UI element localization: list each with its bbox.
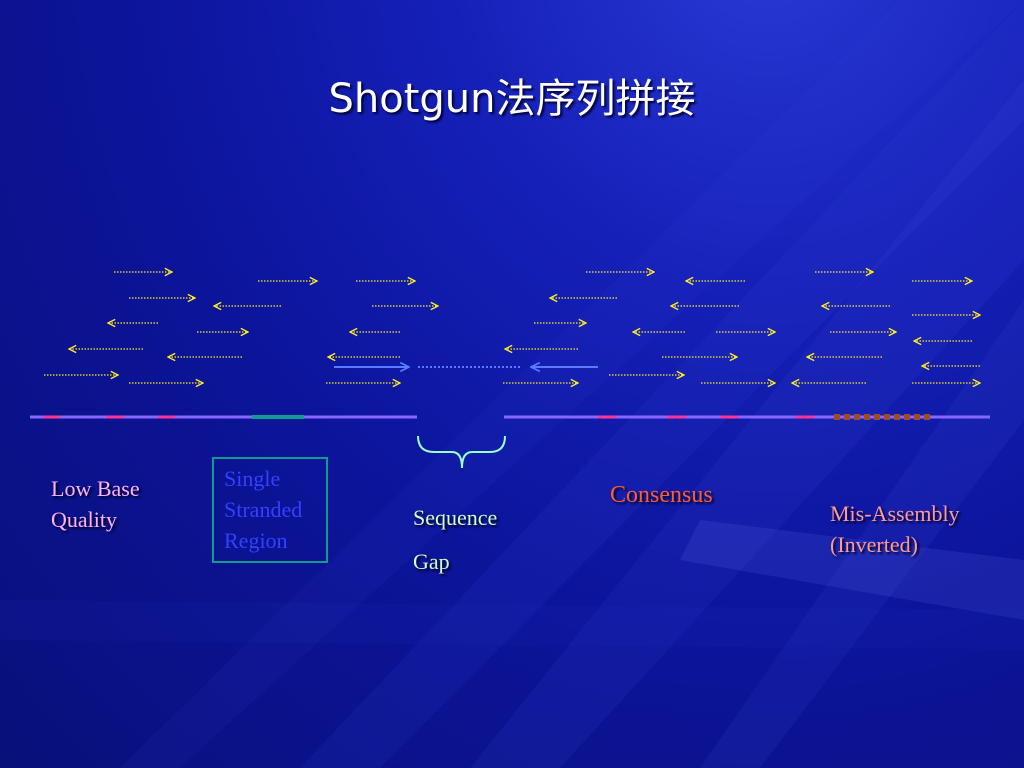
mis-assembly-label-line-1: Mis-Assembly [830,501,960,526]
single-stranded-line-1: Single [224,466,281,491]
low-base-quality-line-1: Low Base [51,476,140,501]
gap-brace [417,435,506,469]
low-base-quality-label: Low Base Quality [51,473,140,535]
sequence-gap-label-line-2: Gap [413,549,450,574]
sequence-gap-label-line-1: Sequence [413,505,498,530]
consensus-label: Consensus [610,482,713,508]
low-base-quality-line-2: Quality [51,507,117,532]
single-stranded-region-box: Single Stranded Region [212,457,328,563]
mis-assembly-label-line-2: (Inverted) [830,532,918,557]
single-stranded-line-3: Region [224,528,288,553]
single-stranded-line-2: Stranded [224,497,303,522]
sequence-reads [44,272,980,383]
slide-title: Shotgun法序列拼接 [328,76,696,122]
